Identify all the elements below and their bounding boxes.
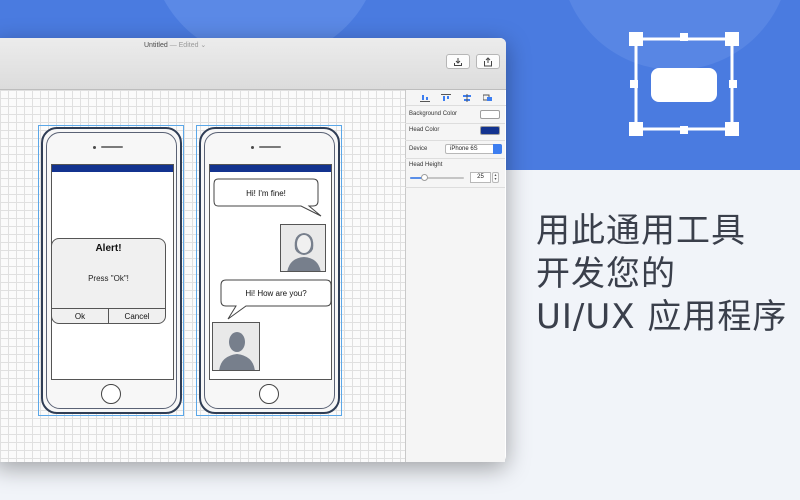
background-color-label: Background Color <box>409 111 458 117</box>
slider-fill <box>410 177 424 179</box>
cancel-button[interactable]: Cancel <box>108 309 165 324</box>
alert-message: Press "Ok"! <box>88 274 129 283</box>
home-button <box>259 384 279 404</box>
divider <box>405 158 505 159</box>
select-arrow-icon <box>493 144 502 154</box>
edited-indicator[interactable]: — Edited ⌄ <box>169 42 207 49</box>
alert-dialog[interactable]: Alert! Press "Ok"! Ok Cancel <box>51 238 166 324</box>
avatar-female <box>280 224 326 272</box>
share-button[interactable] <box>476 54 500 69</box>
home-button <box>101 384 121 404</box>
screen-header-bar <box>52 165 173 172</box>
speech-bubble-tail-right <box>213 178 322 217</box>
divider <box>405 123 505 124</box>
speaker-slot <box>259 146 281 148</box>
avatar-male <box>212 322 260 371</box>
device-select[interactable]: iPhone 6S <box>445 144 502 154</box>
share-icon <box>484 56 492 66</box>
align-bottom-icon[interactable] <box>419 94 430 102</box>
phone-bezel <box>204 132 335 409</box>
alert-buttons: Ok Cancel <box>52 308 165 324</box>
head-color-label: Head Color <box>409 127 440 133</box>
screen-header-bar <box>210 165 331 172</box>
title-bar: Untitled — Edited ⌄ <box>0 38 506 90</box>
selection-outline[interactable] <box>38 125 184 416</box>
selection-outline[interactable] <box>196 125 342 416</box>
phone-bezel <box>46 132 177 409</box>
device-value: iPhone 6S <box>450 146 478 152</box>
speaker-slot <box>101 146 123 148</box>
divider <box>405 140 505 141</box>
alert-title: Alert! <box>95 243 122 254</box>
head-color-swatch[interactable] <box>480 126 500 135</box>
align-top-icon[interactable] <box>440 93 451 102</box>
download-button[interactable] <box>446 54 470 69</box>
align-right-icon[interactable] <box>482 94 493 102</box>
divider <box>405 187 505 188</box>
document-name: Untitled <box>144 42 168 49</box>
download-icon <box>454 57 462 66</box>
speech-bubble-tail-left <box>220 279 332 320</box>
person-male-icon <box>213 323 259 370</box>
promo-line-1: 用此通用工具 <box>536 211 746 251</box>
ok-button[interactable]: Ok <box>74 312 86 321</box>
chat-bubble-text-2: Hi! How are you? <box>245 289 307 298</box>
promo-line-3: UI/UX 应用程序 <box>536 297 788 337</box>
alignment-toolbar <box>406 90 506 106</box>
chat-bubble-text-1: Hi! I'm fine! <box>246 189 286 198</box>
slider-knob[interactable] <box>420 174 428 181</box>
head-height-stepper[interactable]: ▴▾ <box>492 172 499 183</box>
background-color-swatch[interactable] <box>480 110 500 119</box>
promo-text: 用此通用工具 开发您的 UI/UX 应用程序 <box>536 210 787 339</box>
camera-dot <box>93 146 96 149</box>
app-logo-icon <box>629 32 739 136</box>
head-height-label: Head Height <box>409 162 443 168</box>
head-height-slider[interactable] <box>410 174 464 181</box>
promo-line-2: 开发您的 <box>536 254 676 294</box>
device-label: Device <box>409 146 428 152</box>
head-height-input[interactable]: 25 <box>470 172 491 183</box>
person-female-icon <box>281 225 325 271</box>
window-title: Untitled — Edited ⌄ <box>144 41 206 49</box>
camera-dot <box>251 146 254 149</box>
align-center-icon[interactable] <box>462 93 472 102</box>
